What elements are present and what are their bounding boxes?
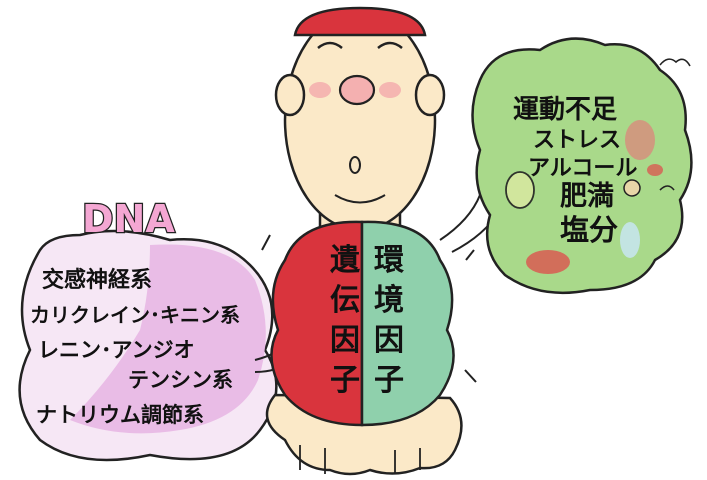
environment-bubble	[439, 37, 693, 295]
dna-line-kallikrein: カリクレイン･キニン系	[30, 303, 240, 327]
dna-line-sympathetic: 交感神経系	[42, 267, 152, 293]
env-line-stress: ストレス	[533, 128, 621, 153]
dna-line-tensin: テンシン系	[128, 368, 233, 392]
env-line-exercise: 運動不足	[513, 95, 617, 125]
dna-title: DNA	[82, 197, 175, 241]
environment-char-3: 因	[374, 323, 404, 358]
dna-bubble	[18, 229, 293, 462]
environment-char-1: 環	[374, 243, 405, 278]
environment-char-2: 境	[374, 283, 404, 318]
env-line-alcohol: アルコール	[528, 156, 637, 181]
env-line-salt: 塩分	[560, 213, 618, 247]
env-line-obesity: 肥満	[560, 181, 614, 212]
body	[261, 220, 477, 427]
genetic-char-3: 因	[330, 323, 360, 358]
environment-char-4: 子	[374, 363, 404, 398]
dna-line-renin: レニン･アンジオ	[38, 338, 195, 362]
dna-line-sodium: ナトリウム調節系	[36, 403, 204, 427]
genetic-char-2: 伝	[330, 283, 360, 318]
genetic-char-4: 子	[330, 363, 360, 398]
genetic-char-1: 遺	[330, 243, 361, 278]
face	[274, 6, 446, 247]
